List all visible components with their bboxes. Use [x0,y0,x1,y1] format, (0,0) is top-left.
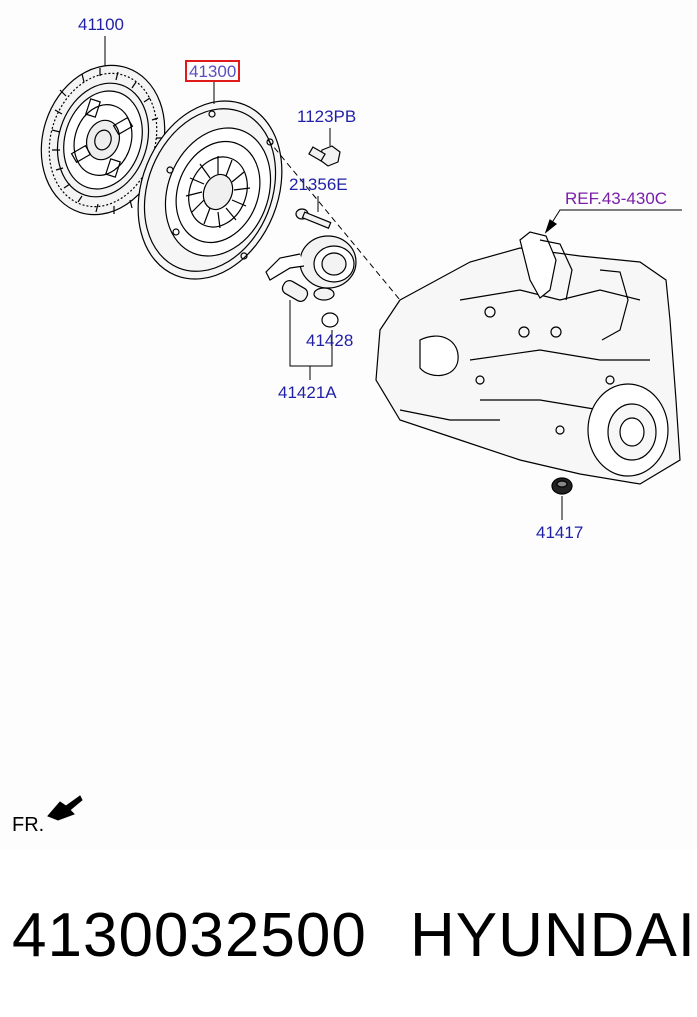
label-clutch-cover[interactable]: 41300 [185,60,241,82]
clutch-cover-drawing [137,80,283,280]
alignment-line [267,139,401,301]
release-cylinder-drawing [265,235,357,380]
transmission-drawing [375,209,682,485]
part-number: 4130032500 [12,901,367,970]
label-clutch-disc[interactable]: 41100 [78,15,125,34]
bolt-1123pb-drawing [308,128,341,167]
front-marker-label: FR. [12,814,45,836]
label-plug-41417[interactable]: 41417 [536,523,584,542]
clutch-disc-drawing [40,36,166,216]
footer-bar [0,850,697,1017]
label-o-ring-41428[interactable]: 41428 [306,331,354,350]
bolt-21356e-drawing [295,196,332,229]
exploded-parts-diagram: 41100 41300 1123PB 21356E REF.43-430C 41… [12,15,682,836]
parts-illustration [40,36,682,821]
brand-name: HYUNDAI [410,901,697,970]
label-bolt-1123pb[interactable]: 1123PB [297,107,357,126]
plug-41417-drawing [551,477,573,520]
label-bolt-21356e[interactable]: 21356E [289,175,348,194]
label-release-cylinder-41421a[interactable]: 41421A [278,383,337,402]
label-ref-43-430c[interactable]: REF.43-430C [565,189,668,208]
front-arrow-icon [47,795,83,821]
